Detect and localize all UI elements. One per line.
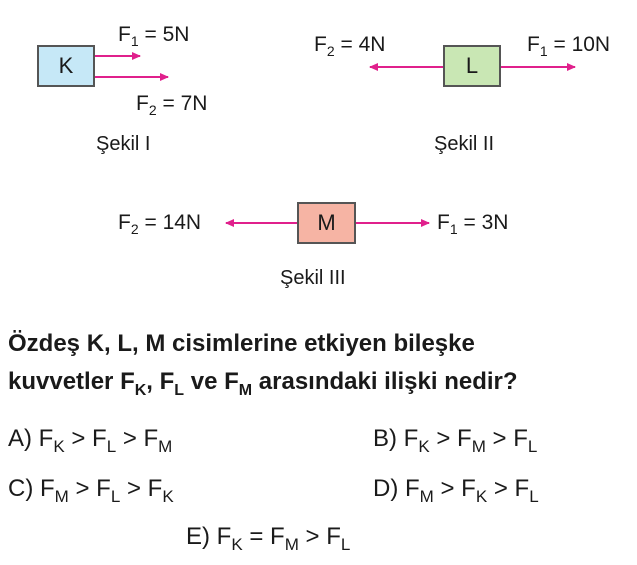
force-k-f1-label: F1 = 5N [118, 23, 190, 49]
caption-figure-3: Şekil III [280, 267, 346, 289]
option-c[interactable]: C) FM > FL > FK [8, 475, 174, 506]
body-k-label: K [58, 53, 74, 78]
question-line-1: Özdeş K, L, M cisimlerine etkiyen bileşk… [8, 330, 475, 357]
force-l-f1-label: F1 = 10N [527, 33, 611, 59]
body-l: L [443, 45, 501, 87]
body-m: M [297, 202, 356, 244]
option-b[interactable]: B) FK > FM > FL [373, 425, 538, 456]
force-m-f2-label: F2 = 14N [118, 211, 202, 237]
body-l-label: L [465, 53, 479, 78]
caption-figure-2: Şekil II [434, 133, 495, 155]
force-arrows [94, 52, 576, 227]
caption-figure-1: Şekil I [96, 133, 151, 155]
option-e[interactable]: E) FK = FM > FL [186, 523, 351, 554]
force-l-f2-label: F2 = 4N [314, 33, 386, 59]
force-m-f1-label: F1 = 3N [437, 211, 509, 237]
body-k: K [37, 45, 95, 87]
body-m-label: M [317, 210, 336, 235]
force-k-f2-label: F2 = 7N [136, 92, 208, 118]
question-line-2: kuvvetler FK, FL ve FM arasındaki ilişki… [8, 368, 518, 399]
option-a[interactable]: A) FK > FL > FM [8, 425, 173, 456]
option-d[interactable]: D) FM > FK > FL [373, 475, 539, 506]
